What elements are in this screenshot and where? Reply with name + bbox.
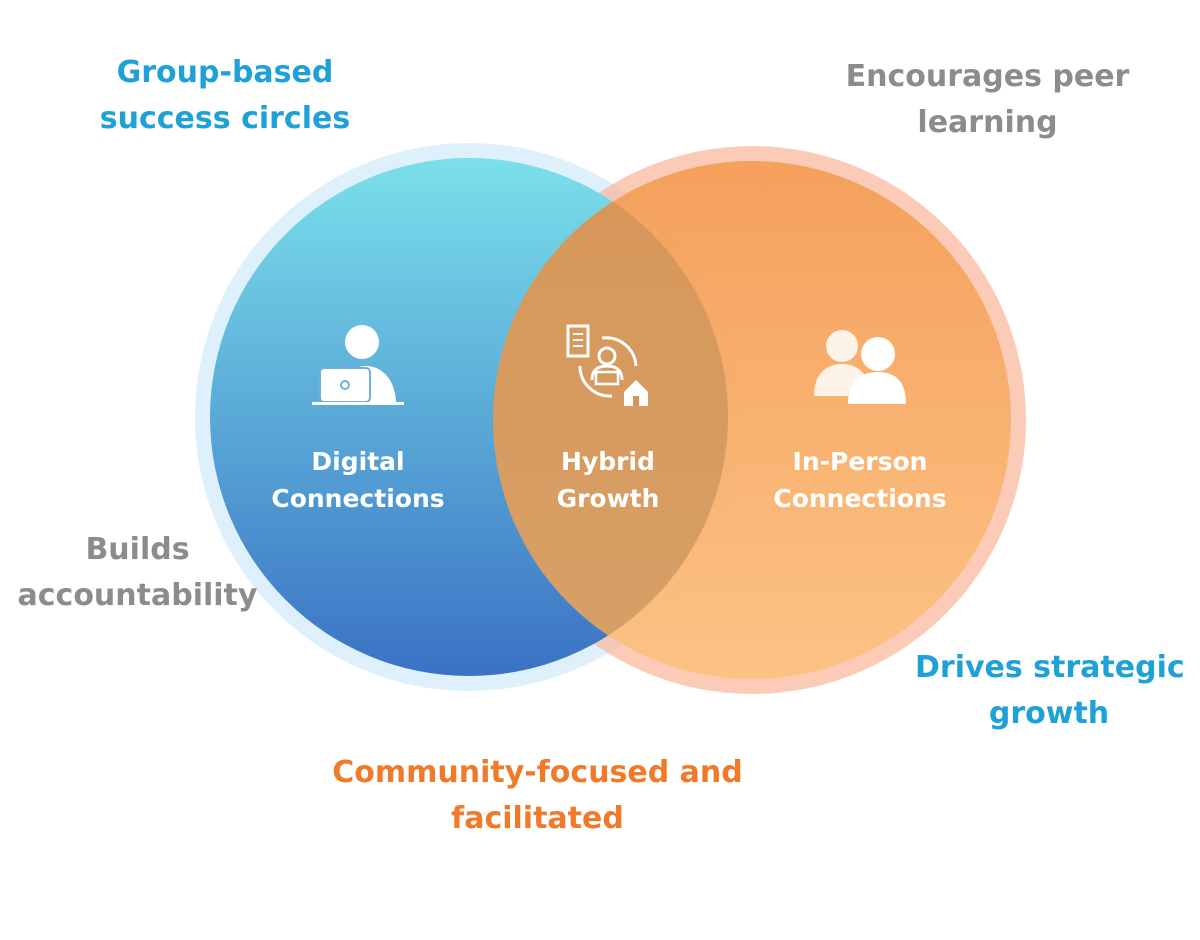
hybrid-label-line2: Growth xyxy=(556,484,660,513)
label-bottom-center: Community-focused and facilitated xyxy=(325,750,750,842)
two-people-icon xyxy=(814,330,906,404)
label-mid-left: Builds accountability xyxy=(15,527,260,619)
hybrid-work-icon xyxy=(566,324,648,406)
person-laptop-icon xyxy=(312,325,404,405)
digital-label-line1: Digital xyxy=(311,447,405,476)
label-bottom-center-line2: facilitated xyxy=(451,801,624,836)
label-mid-left-line2: accountability xyxy=(17,578,258,613)
label-top-left-line2: success circles xyxy=(99,101,351,136)
digital-connections-label: Digital Connections xyxy=(258,443,458,517)
label-bottom-center-line1: Community-focused and xyxy=(332,755,743,790)
label-bottom-right-line2: growth xyxy=(988,696,1110,731)
label-mid-left-line1: Builds xyxy=(85,532,190,567)
label-top-left-line1: Group-based xyxy=(116,55,334,90)
label-top-right-line1: Encourages peer xyxy=(845,59,1130,94)
label-bottom-right: Drives strategic growth xyxy=(915,645,1185,737)
label-top-right-line2: learning xyxy=(917,105,1058,140)
label-bottom-right-line1: Drives strategic xyxy=(915,650,1185,685)
digital-label-line2: Connections xyxy=(271,484,445,513)
hybrid-overlap xyxy=(493,161,728,676)
label-top-right: Encourages peer learning xyxy=(845,54,1130,146)
label-top-left: Group-based success circles xyxy=(80,50,370,142)
hybrid-label-line1: Hybrid xyxy=(561,447,655,476)
in-person-label-line2: Connections xyxy=(773,484,947,513)
hybrid-growth-label: Hybrid Growth xyxy=(508,443,708,517)
in-person-label-line1: In-Person xyxy=(792,447,928,476)
in-person-connections-label: In-Person Connections xyxy=(760,443,960,517)
